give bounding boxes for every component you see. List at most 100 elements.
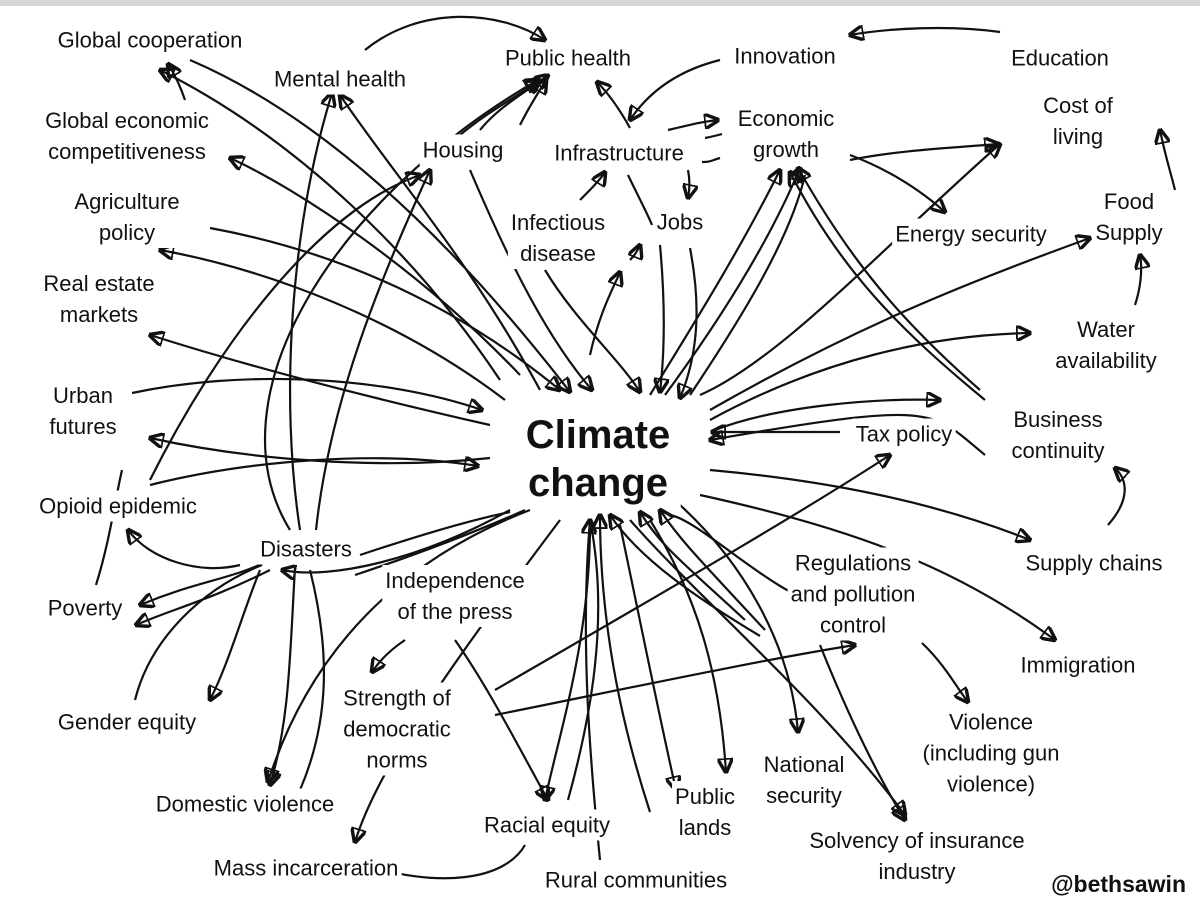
node-economic-growth: Economic growth <box>734 103 838 165</box>
arrow-13 <box>649 519 726 772</box>
node-strength-of-democratic-norms: Strength of democratic norms <box>340 682 454 776</box>
arrow-29 <box>680 247 698 398</box>
arrow-23 <box>209 226 560 390</box>
node-infrastructure: Infrastructure <box>551 137 687 169</box>
arrow-75 <box>168 64 187 101</box>
arrow-58 <box>921 642 968 702</box>
arrow-70 <box>688 169 690 198</box>
arrow-67 <box>701 156 721 164</box>
arrow-77 <box>1160 130 1177 191</box>
node-domestic-violence: Domestic violence <box>152 788 338 820</box>
arrow-6 <box>709 333 1030 421</box>
arrow-80 <box>664 168 800 396</box>
node-national-security: National security <box>760 749 848 811</box>
arrow-73 <box>849 144 998 162</box>
node-disasters: Disasters <box>257 533 355 565</box>
node-rural-communities: Rural communities <box>541 864 731 896</box>
arrow-81 <box>798 168 981 391</box>
arrow-51 <box>372 639 406 672</box>
node-business-continuity: Business continuity <box>1008 404 1108 466</box>
arrow-19 <box>629 519 905 815</box>
node-agriculture-policy: Agriculture policy <box>71 186 183 248</box>
arrow-14 <box>618 524 676 790</box>
node-public-health: Public health <box>502 42 634 74</box>
arrow-4 <box>150 335 491 427</box>
arrow-2 <box>230 158 521 376</box>
arrow-10 <box>709 468 1030 540</box>
arrow-49 <box>359 510 511 557</box>
arrow-47 <box>94 469 124 586</box>
arrow-52 <box>454 639 548 800</box>
arrow-76 <box>1135 255 1141 306</box>
arrow-36 <box>600 515 652 813</box>
node-global-cooperation: Global cooperation <box>54 24 246 56</box>
arrow-46 <box>128 530 241 570</box>
arrow-25 <box>468 169 592 390</box>
arrow-78 <box>1107 468 1125 526</box>
arrow-34 <box>610 515 761 637</box>
node-tax-policy: Tax policy <box>852 418 956 450</box>
arrow-83 <box>689 174 807 396</box>
arrow-7 <box>709 238 1090 411</box>
arrow-65 <box>667 120 718 132</box>
arrow-27 <box>588 272 620 356</box>
arrow-31 <box>660 510 766 631</box>
arrow-63 <box>597 82 631 129</box>
arrow-28 <box>660 244 664 392</box>
node-violence: Violence (including gun violence) <box>919 706 1063 800</box>
arrow-22 <box>149 458 478 487</box>
node-food-supply: Food Supply <box>1092 186 1166 248</box>
node-independence-of-the-press: Independence of the press <box>382 565 528 627</box>
arrow-41 <box>136 569 271 625</box>
node-regulations-and-pollution-control: Regulations and pollution control <box>787 547 919 641</box>
arrow-54 <box>494 645 855 717</box>
node-supply-chains: Supply chains <box>1022 547 1166 579</box>
arrow-8 <box>699 144 1000 397</box>
arrow-21 <box>131 377 482 410</box>
arrow-26 <box>544 269 640 392</box>
arrow-66 <box>704 132 723 140</box>
node-climate-change: Climate change <box>515 411 681 507</box>
arrow-48 <box>149 175 420 481</box>
arrow-56 <box>566 519 600 801</box>
arrow-18 <box>282 509 511 573</box>
node-jobs: Jobs <box>653 206 707 238</box>
arrow-64 <box>630 58 721 120</box>
node-water-availability: Water availability <box>1052 314 1160 376</box>
connection-arrows <box>94 15 1177 880</box>
node-global-economic-competitiveness: Global economic competitiveness <box>42 105 212 167</box>
node-real-estate-markets: Real estate markets <box>40 268 158 330</box>
node-cost-of-living: Cost of living <box>1040 90 1116 152</box>
arrow-79 <box>649 170 780 396</box>
arrow-50 <box>354 508 526 577</box>
arrow-30 <box>640 512 746 621</box>
node-poverty: Poverty <box>44 592 126 624</box>
arrow-0 <box>160 70 501 381</box>
arrow-38 <box>314 170 430 531</box>
arrow-68 <box>579 172 605 201</box>
arrow-37 <box>288 93 332 531</box>
arrow-82 <box>790 172 986 401</box>
arrow-43 <box>210 569 262 700</box>
arrow-15 <box>545 524 592 800</box>
arrow-33 <box>710 413 986 456</box>
arrow-57 <box>818 644 905 820</box>
arrow-53 <box>494 455 890 691</box>
node-immigration: Immigration <box>1017 649 1139 681</box>
node-housing: Housing <box>419 134 507 166</box>
node-education: Education <box>1008 42 1112 74</box>
arrow-45 <box>298 569 326 791</box>
node-urban-futures: Urban futures <box>46 380 120 442</box>
node-innovation: Innovation <box>731 40 839 72</box>
node-opioid-epidemic: Opioid epidemic <box>36 490 200 522</box>
arrow-69 <box>627 174 654 226</box>
node-mental-health: Mental health <box>270 63 410 95</box>
node-mass-incarceration: Mass incarceration <box>210 852 402 884</box>
arrow-9 <box>714 400 940 432</box>
arrow-44 <box>270 567 297 785</box>
node-solvency-of-insurance-industry: Solvency of insurance industry <box>806 825 1028 887</box>
node-public-lands: Public lands <box>672 781 738 843</box>
arrow-1 <box>340 95 541 391</box>
